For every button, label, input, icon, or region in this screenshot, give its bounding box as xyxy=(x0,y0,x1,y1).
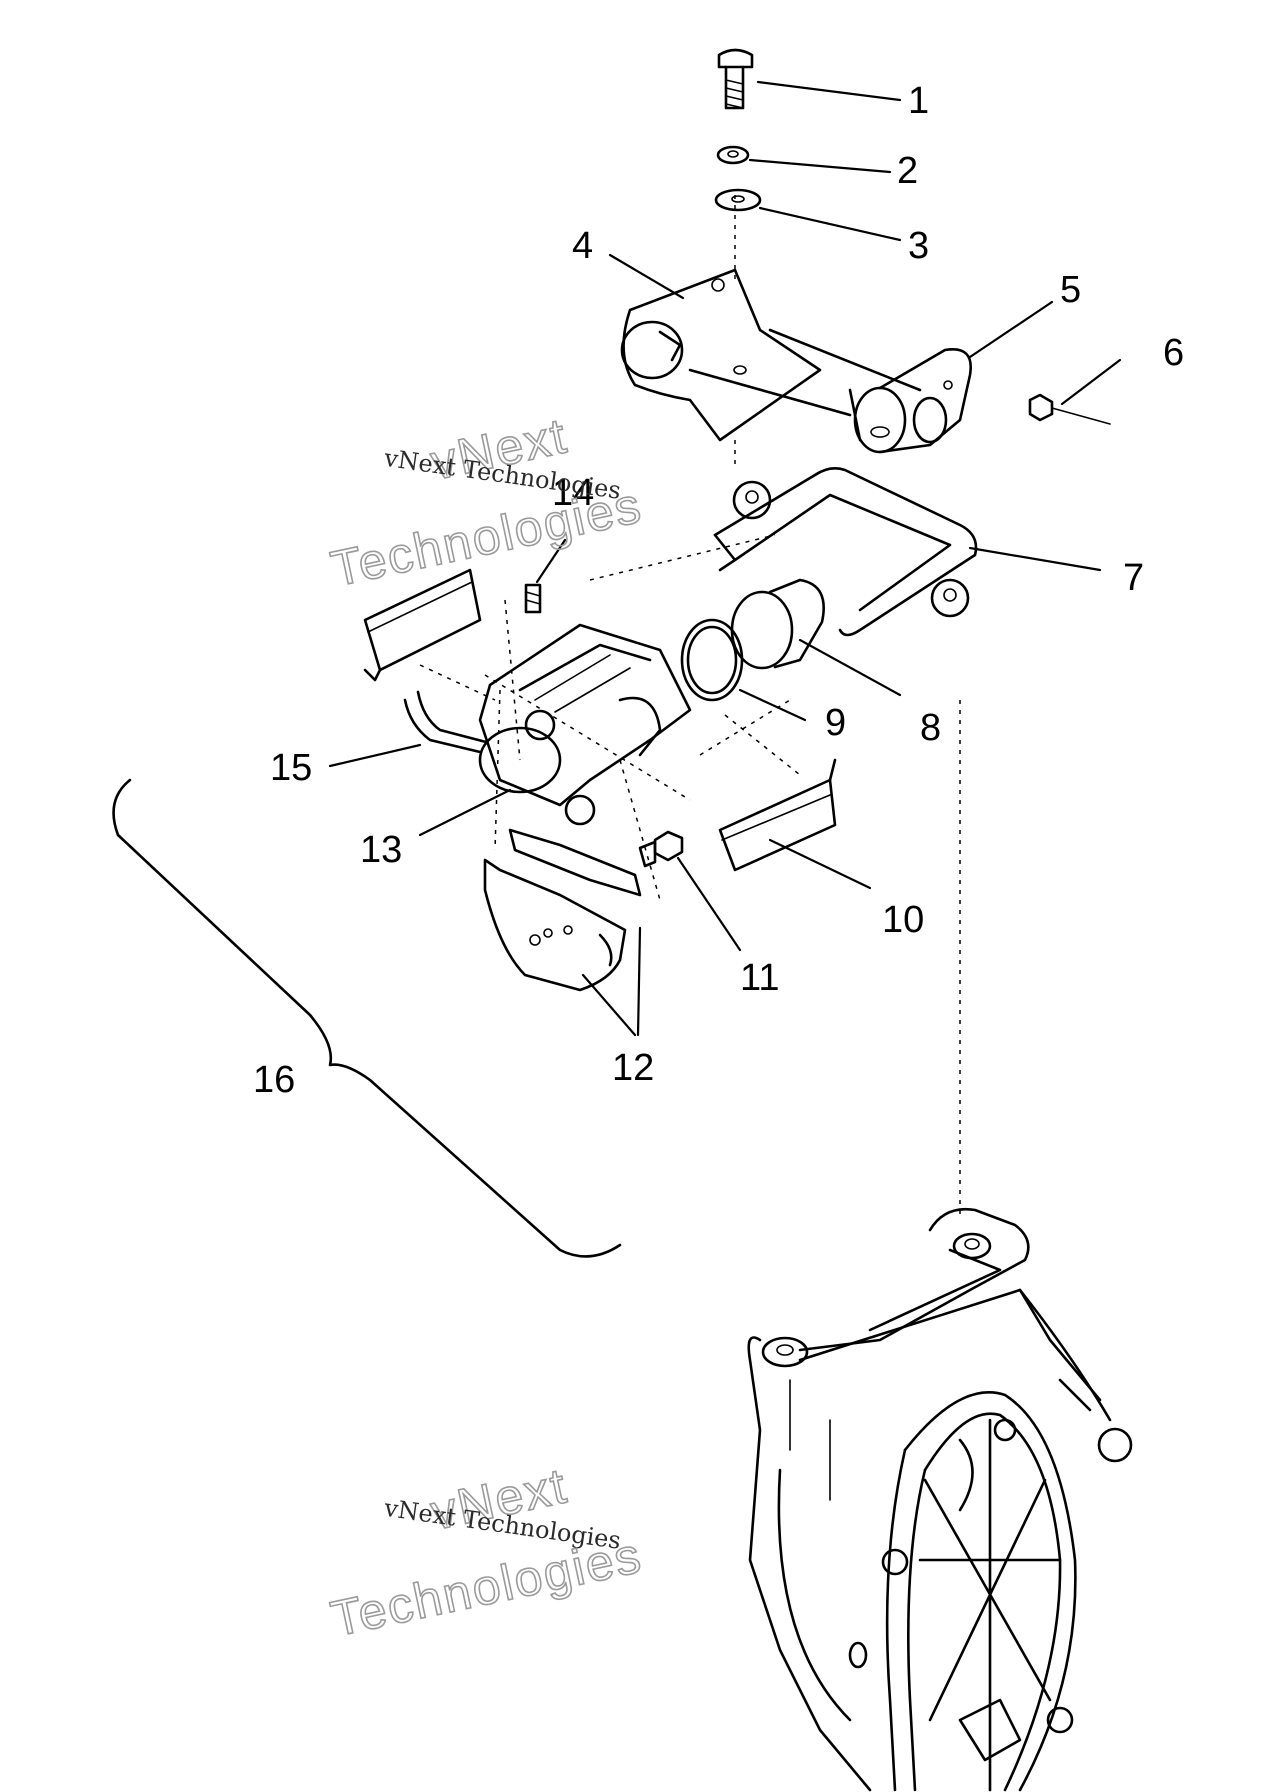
callout-13: 13 xyxy=(360,829,402,871)
upper-shim-plate xyxy=(363,568,482,682)
part-10-shim-plate xyxy=(718,758,837,872)
part-15-brake-line xyxy=(403,690,488,754)
part-14-bleeder-screw xyxy=(524,583,542,614)
part-8-piston xyxy=(730,578,825,670)
watermark-outline-bottom: Technologies xyxy=(326,477,647,597)
part-4-mounting-bracket xyxy=(620,268,922,442)
callout-7: 7 xyxy=(1123,557,1144,599)
callout-10: 10 xyxy=(882,899,924,941)
callout-2: 2 xyxy=(897,150,918,192)
part-1-bolt xyxy=(717,48,754,110)
callout-9: 9 xyxy=(825,702,846,744)
callout-1: 1 xyxy=(908,80,929,122)
part-13-caliper-body xyxy=(478,623,692,826)
assembly-16-brace xyxy=(112,778,622,1258)
part-7-caliper-frame xyxy=(713,467,978,637)
watermark-bottom: vNext vNext Technologies Technologies xyxy=(326,1456,648,1648)
chaincase-housing xyxy=(747,1207,1133,1792)
part-9-seal-ring xyxy=(680,618,744,702)
callout-6: 6 xyxy=(1163,332,1184,374)
leader-lines xyxy=(328,80,1122,1037)
part-3-flat-washer xyxy=(714,188,762,212)
part-2-lock-washer xyxy=(716,145,750,165)
assembly-lines xyxy=(419,195,961,1215)
callout-3: 3 xyxy=(908,225,929,267)
callout-5: 5 xyxy=(1060,269,1081,311)
callout-16: 16 xyxy=(253,1059,295,1101)
part-12-brake-pads xyxy=(483,828,642,992)
watermark-outline-bottom: Technologies xyxy=(326,1527,647,1647)
part-11-bleeder-nut xyxy=(638,830,684,868)
callout-8: 8 xyxy=(920,707,941,749)
callout-12: 12 xyxy=(612,1047,654,1089)
callout-4: 4 xyxy=(572,225,593,267)
callout-14: 14 xyxy=(552,472,594,514)
part-6-grease-fitting xyxy=(1028,393,1111,425)
part-5-pivot-arm xyxy=(848,347,973,454)
watermark-top: vNext vNext Technologies Technologies xyxy=(326,406,648,598)
callout-15: 15 xyxy=(270,747,312,789)
callout-labels: 1 2 3 4 5 6 7 8 9 10 11 12 13 14 15 16 xyxy=(253,80,1184,1101)
callout-11: 11 xyxy=(740,957,779,999)
